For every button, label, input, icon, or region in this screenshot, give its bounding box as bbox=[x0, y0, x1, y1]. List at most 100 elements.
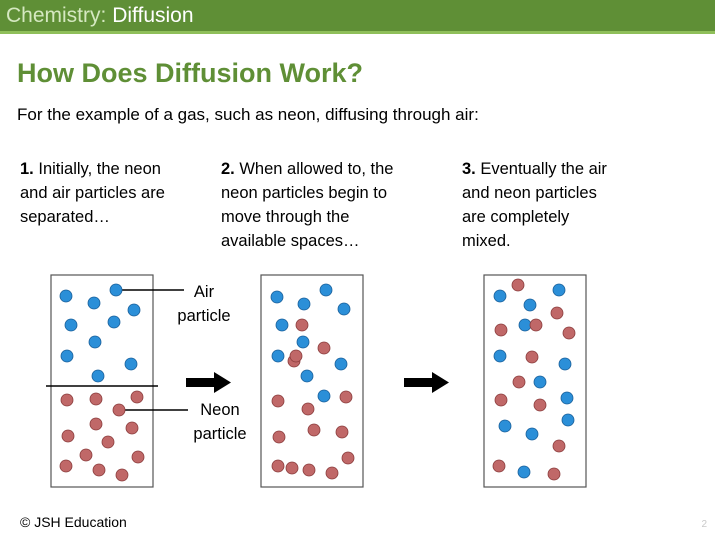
air-particle bbox=[91, 369, 105, 383]
step-1-line-1: Initially, the neon bbox=[38, 160, 161, 178]
air-particle bbox=[87, 296, 101, 310]
air-particle bbox=[317, 389, 331, 403]
air-label-line-1: Air bbox=[193, 283, 215, 301]
step-3-line-4: mixed. bbox=[462, 232, 511, 250]
neon-particle bbox=[511, 278, 525, 292]
step-3-text: 3. Eventually the air and neon particles… bbox=[462, 157, 662, 253]
neon-particle bbox=[317, 341, 331, 355]
step-2-number: 2. bbox=[221, 160, 235, 178]
header-topic: Diffusion bbox=[112, 4, 194, 27]
neon-particle bbox=[550, 306, 564, 320]
air-particle bbox=[319, 283, 333, 297]
air-particle bbox=[552, 283, 566, 297]
air-particle bbox=[59, 289, 73, 303]
air-particle bbox=[270, 290, 284, 304]
neon-particle bbox=[525, 350, 539, 364]
header-title: Chemistry: Diffusion bbox=[6, 4, 194, 28]
neon-particle bbox=[547, 467, 561, 481]
neon-particle bbox=[339, 390, 353, 404]
air-particle bbox=[518, 318, 532, 332]
neon-particle bbox=[61, 429, 75, 443]
step-2-line-4: available spaces… bbox=[221, 232, 360, 250]
neon-particle bbox=[79, 448, 93, 462]
air-particle bbox=[124, 357, 138, 371]
neon-particle bbox=[335, 425, 349, 439]
air-particle bbox=[523, 298, 537, 312]
air-particle-label: Air particle bbox=[172, 280, 236, 328]
neon-particle bbox=[295, 318, 309, 332]
copyright-footer: © JSH Education bbox=[20, 514, 127, 530]
air-particle bbox=[517, 465, 531, 479]
air-particle bbox=[493, 289, 507, 303]
air-particle bbox=[109, 283, 123, 297]
air-particle bbox=[271, 349, 285, 363]
air-particle bbox=[107, 315, 121, 329]
neon-particle bbox=[341, 451, 355, 465]
neon-particle bbox=[112, 403, 126, 417]
neon-particle bbox=[92, 463, 106, 477]
arrow-right-icon bbox=[186, 372, 231, 393]
box-2-particles bbox=[270, 283, 355, 480]
neon-particle bbox=[302, 463, 316, 477]
air-particle bbox=[525, 427, 539, 441]
neon-particle bbox=[89, 417, 103, 431]
air-particle bbox=[533, 375, 547, 389]
step-3-line-3: are completely bbox=[462, 208, 570, 226]
step-3-number: 3. bbox=[462, 160, 476, 178]
neon-particle bbox=[271, 394, 285, 408]
air-particle bbox=[127, 303, 141, 317]
slide-title: How Does Diffusion Work? bbox=[17, 58, 364, 88]
air-particle bbox=[64, 318, 78, 332]
neon-particle bbox=[533, 398, 547, 412]
neon-particle bbox=[301, 402, 315, 416]
neon-particle bbox=[60, 393, 74, 407]
neon-particle bbox=[89, 392, 103, 406]
air-label-line-2: particle bbox=[177, 307, 231, 325]
neon-particle bbox=[529, 318, 543, 332]
air-particle bbox=[296, 335, 310, 349]
step-2-text: 2. When allowed to, the neon particles b… bbox=[221, 157, 431, 253]
air-particle bbox=[60, 349, 74, 363]
header-subject: Chemistry: bbox=[6, 4, 107, 27]
step-1-number: 1. bbox=[20, 160, 34, 178]
neon-particle bbox=[307, 423, 321, 437]
air-particle bbox=[558, 357, 572, 371]
air-particle bbox=[560, 391, 574, 405]
air-particle bbox=[498, 419, 512, 433]
neon-label-line-2: particle bbox=[193, 425, 247, 443]
neon-particle bbox=[512, 375, 526, 389]
neon-particle bbox=[130, 390, 144, 404]
step-2-line-2: neon particles begin to bbox=[221, 184, 388, 202]
box-3-particles bbox=[492, 278, 576, 481]
step-3-line-2: and neon particles bbox=[462, 184, 597, 202]
neon-particle bbox=[552, 439, 566, 453]
neon-particle bbox=[59, 459, 73, 473]
step-1-text: 1. Initially, the neon and air particles… bbox=[20, 157, 205, 229]
neon-particle bbox=[494, 323, 508, 337]
neon-particle bbox=[271, 459, 285, 473]
neon-particle bbox=[289, 349, 303, 363]
step-1-line-2: and air particles are bbox=[20, 184, 165, 202]
air-particle bbox=[561, 413, 575, 427]
neon-particle bbox=[494, 393, 508, 407]
air-particle bbox=[88, 335, 102, 349]
header-bar bbox=[0, 0, 715, 34]
page-number: 2 bbox=[701, 519, 707, 530]
air-particle bbox=[297, 297, 311, 311]
neon-particle-label: Neon particle bbox=[188, 398, 252, 446]
air-particle bbox=[275, 318, 289, 332]
neon-particle bbox=[562, 326, 576, 340]
step-3-line-1: Eventually the air bbox=[480, 160, 607, 178]
air-particle bbox=[300, 369, 314, 383]
box-1-particles bbox=[59, 283, 145, 482]
neon-particle bbox=[115, 468, 129, 482]
step-2-line-3: move through the bbox=[221, 208, 350, 226]
neon-particle bbox=[272, 430, 286, 444]
arrow-right-icon bbox=[404, 372, 449, 393]
step-2-line-1: When allowed to, the bbox=[239, 160, 394, 178]
neon-particle bbox=[492, 459, 506, 473]
diffusion-diagram bbox=[46, 274, 587, 488]
neon-particle bbox=[325, 466, 339, 480]
air-particle bbox=[493, 349, 507, 363]
neon-label-line-1: Neon bbox=[200, 401, 240, 419]
